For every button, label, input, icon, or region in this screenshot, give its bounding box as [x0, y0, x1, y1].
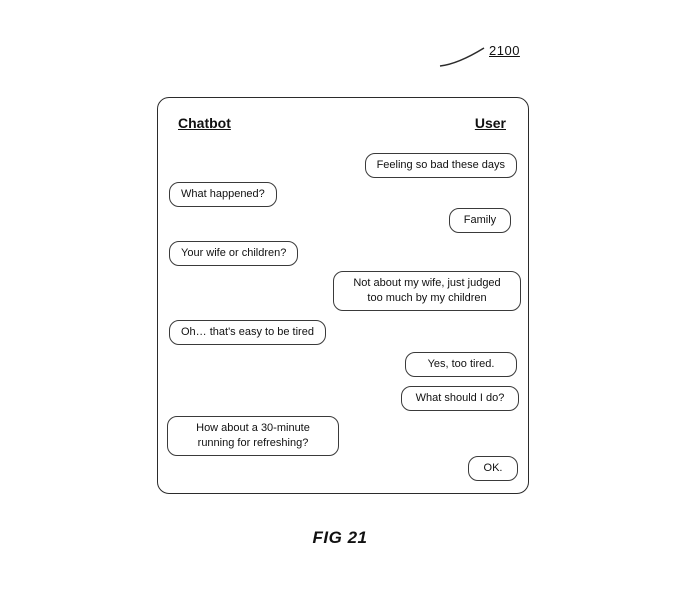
chatbot-column-header: Chatbot: [178, 115, 231, 131]
figure-reference-number: 2100: [489, 43, 520, 58]
chat-bubble-user: OK.: [468, 456, 518, 481]
chat-bubble-user: What should I do?: [401, 386, 519, 411]
user-column-header: User: [474, 115, 506, 131]
chat-bubble-chatbot: What happened?: [169, 182, 277, 207]
leader-line: [439, 47, 485, 67]
chat-bubble-chatbot: Your wife or children?: [169, 241, 299, 266]
chat-bubble-chatbot: How about a 30-minute running for refres…: [167, 416, 339, 456]
figure-caption: FIG 21: [312, 528, 368, 547]
chat-bubble-user: Family: [449, 208, 511, 233]
chat-dialog-box: Chatbot User Feeling so bad these days W…: [157, 97, 529, 494]
chat-bubble-user: Yes, too tired.: [405, 352, 517, 377]
chat-bubble-user: Feeling so bad these days: [364, 153, 517, 178]
chat-bubble-user: Not about my wife, just judged too much …: [333, 271, 521, 311]
chat-bubble-chatbot: Oh… that's easy to be tired: [169, 320, 326, 345]
